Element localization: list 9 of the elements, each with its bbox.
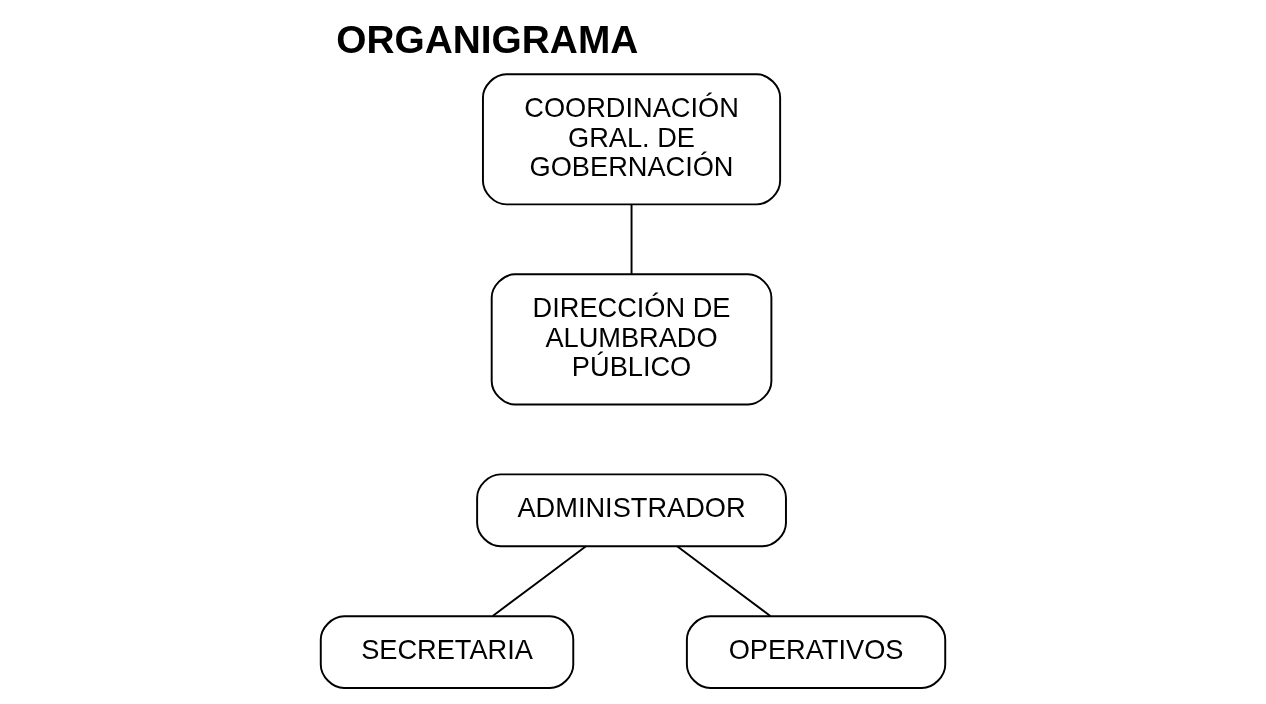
node-box: DIRECCIÓN DE ALUMBRADO PÚBLICO — [490, 273, 773, 406]
diagram-title: ORGANIGRAMA — [336, 17, 639, 61]
node-box: COORDINACIÓN GRAL. DE GOBERNACIÓN — [481, 73, 782, 206]
node-box: SECRETARIA — [319, 615, 575, 689]
connector — [676, 545, 772, 617]
connector — [491, 545, 587, 617]
node-box: OPERATIVOS — [685, 615, 947, 689]
node-box: ADMINISTRADOR — [476, 473, 787, 548]
connector — [630, 203, 633, 275]
